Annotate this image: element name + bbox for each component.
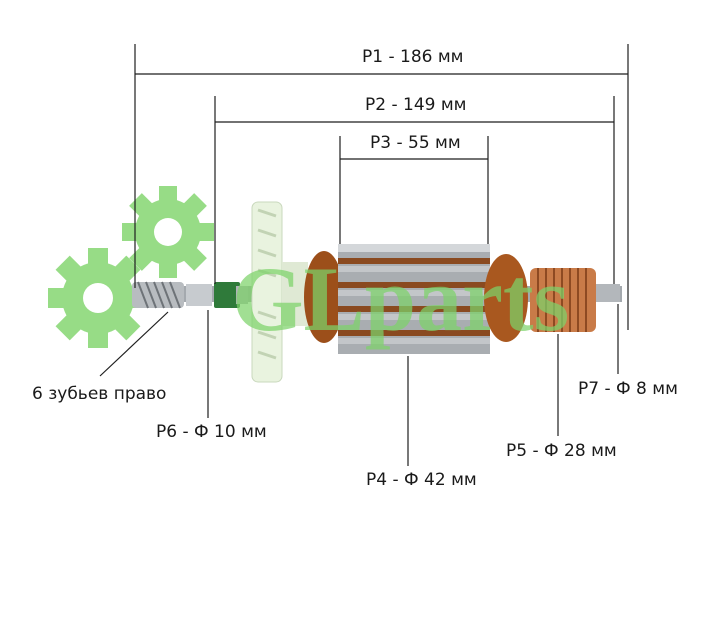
winding-right [484,254,528,342]
rotor-core [338,244,490,354]
teeth-note: 6 зубьев право [32,384,167,404]
dimension-p6: P6 - Ф 10 мм [156,422,267,442]
dimension-p5: P5 - Ф 28 мм [506,441,617,461]
dimension-p1: P1 - 186 мм [362,47,464,67]
dimension-lines [99,44,629,466]
dimension-p2: P2 - 149 мм [365,95,467,115]
dimension-p4: P4 - Ф 42 мм [366,470,477,490]
fan [251,201,308,383]
watermark-text: GLparts [232,248,569,350]
winding-left [304,251,344,343]
pinion-gear [132,281,184,309]
gear-icon [48,186,214,348]
dimension-p3: P3 - 55 мм [370,133,461,153]
dimension-p7: P7 - Ф 8 мм [578,379,678,399]
commutator [530,268,596,332]
